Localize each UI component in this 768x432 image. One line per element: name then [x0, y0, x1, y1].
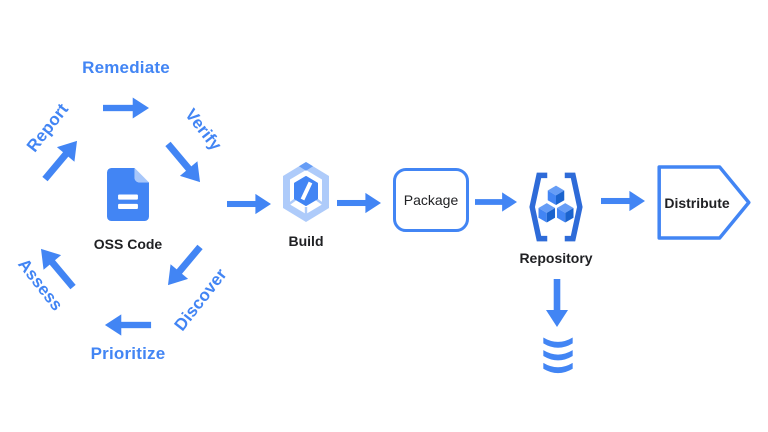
arrow-package-to-repository-icon	[475, 192, 517, 212]
distribute-label: Distribute	[664, 195, 730, 211]
arrow-report-to-remediate-icon	[42, 140, 78, 182]
arrow-verify-to-discover-icon	[165, 141, 201, 183]
arrow-assess-to-report-icon	[40, 248, 76, 290]
repository-label: Repository	[519, 250, 593, 266]
arrow-build-to-package-icon	[337, 192, 381, 214]
cycle-step-remediate: Remediate	[82, 58, 170, 77]
oss-code-label: OSS Code	[93, 236, 163, 252]
arrow-osscode-to-build-icon	[227, 193, 271, 215]
cycle-step-prioritize: Prioritize	[90, 344, 166, 363]
arrow-repository-to-distribute-icon	[601, 190, 645, 212]
arrow-repository-to-database-icon	[546, 279, 568, 327]
repository-icon	[529, 172, 583, 242]
database-icon	[543, 337, 573, 374]
package-node: Package	[393, 168, 469, 232]
cube-top	[547, 185, 565, 206]
package-label: Package	[403, 192, 459, 208]
arrow-remediate-to-verify-icon	[103, 97, 149, 119]
arrow-prioritize-icon	[104, 314, 152, 336]
cube-left	[538, 203, 556, 223]
build-icon	[283, 162, 329, 222]
document-icon	[107, 168, 149, 221]
build-label: Build	[288, 233, 324, 249]
distribute-node	[657, 165, 751, 240]
arrow-discover-to-prioritize-icon	[167, 244, 203, 286]
cube-right	[556, 203, 574, 223]
